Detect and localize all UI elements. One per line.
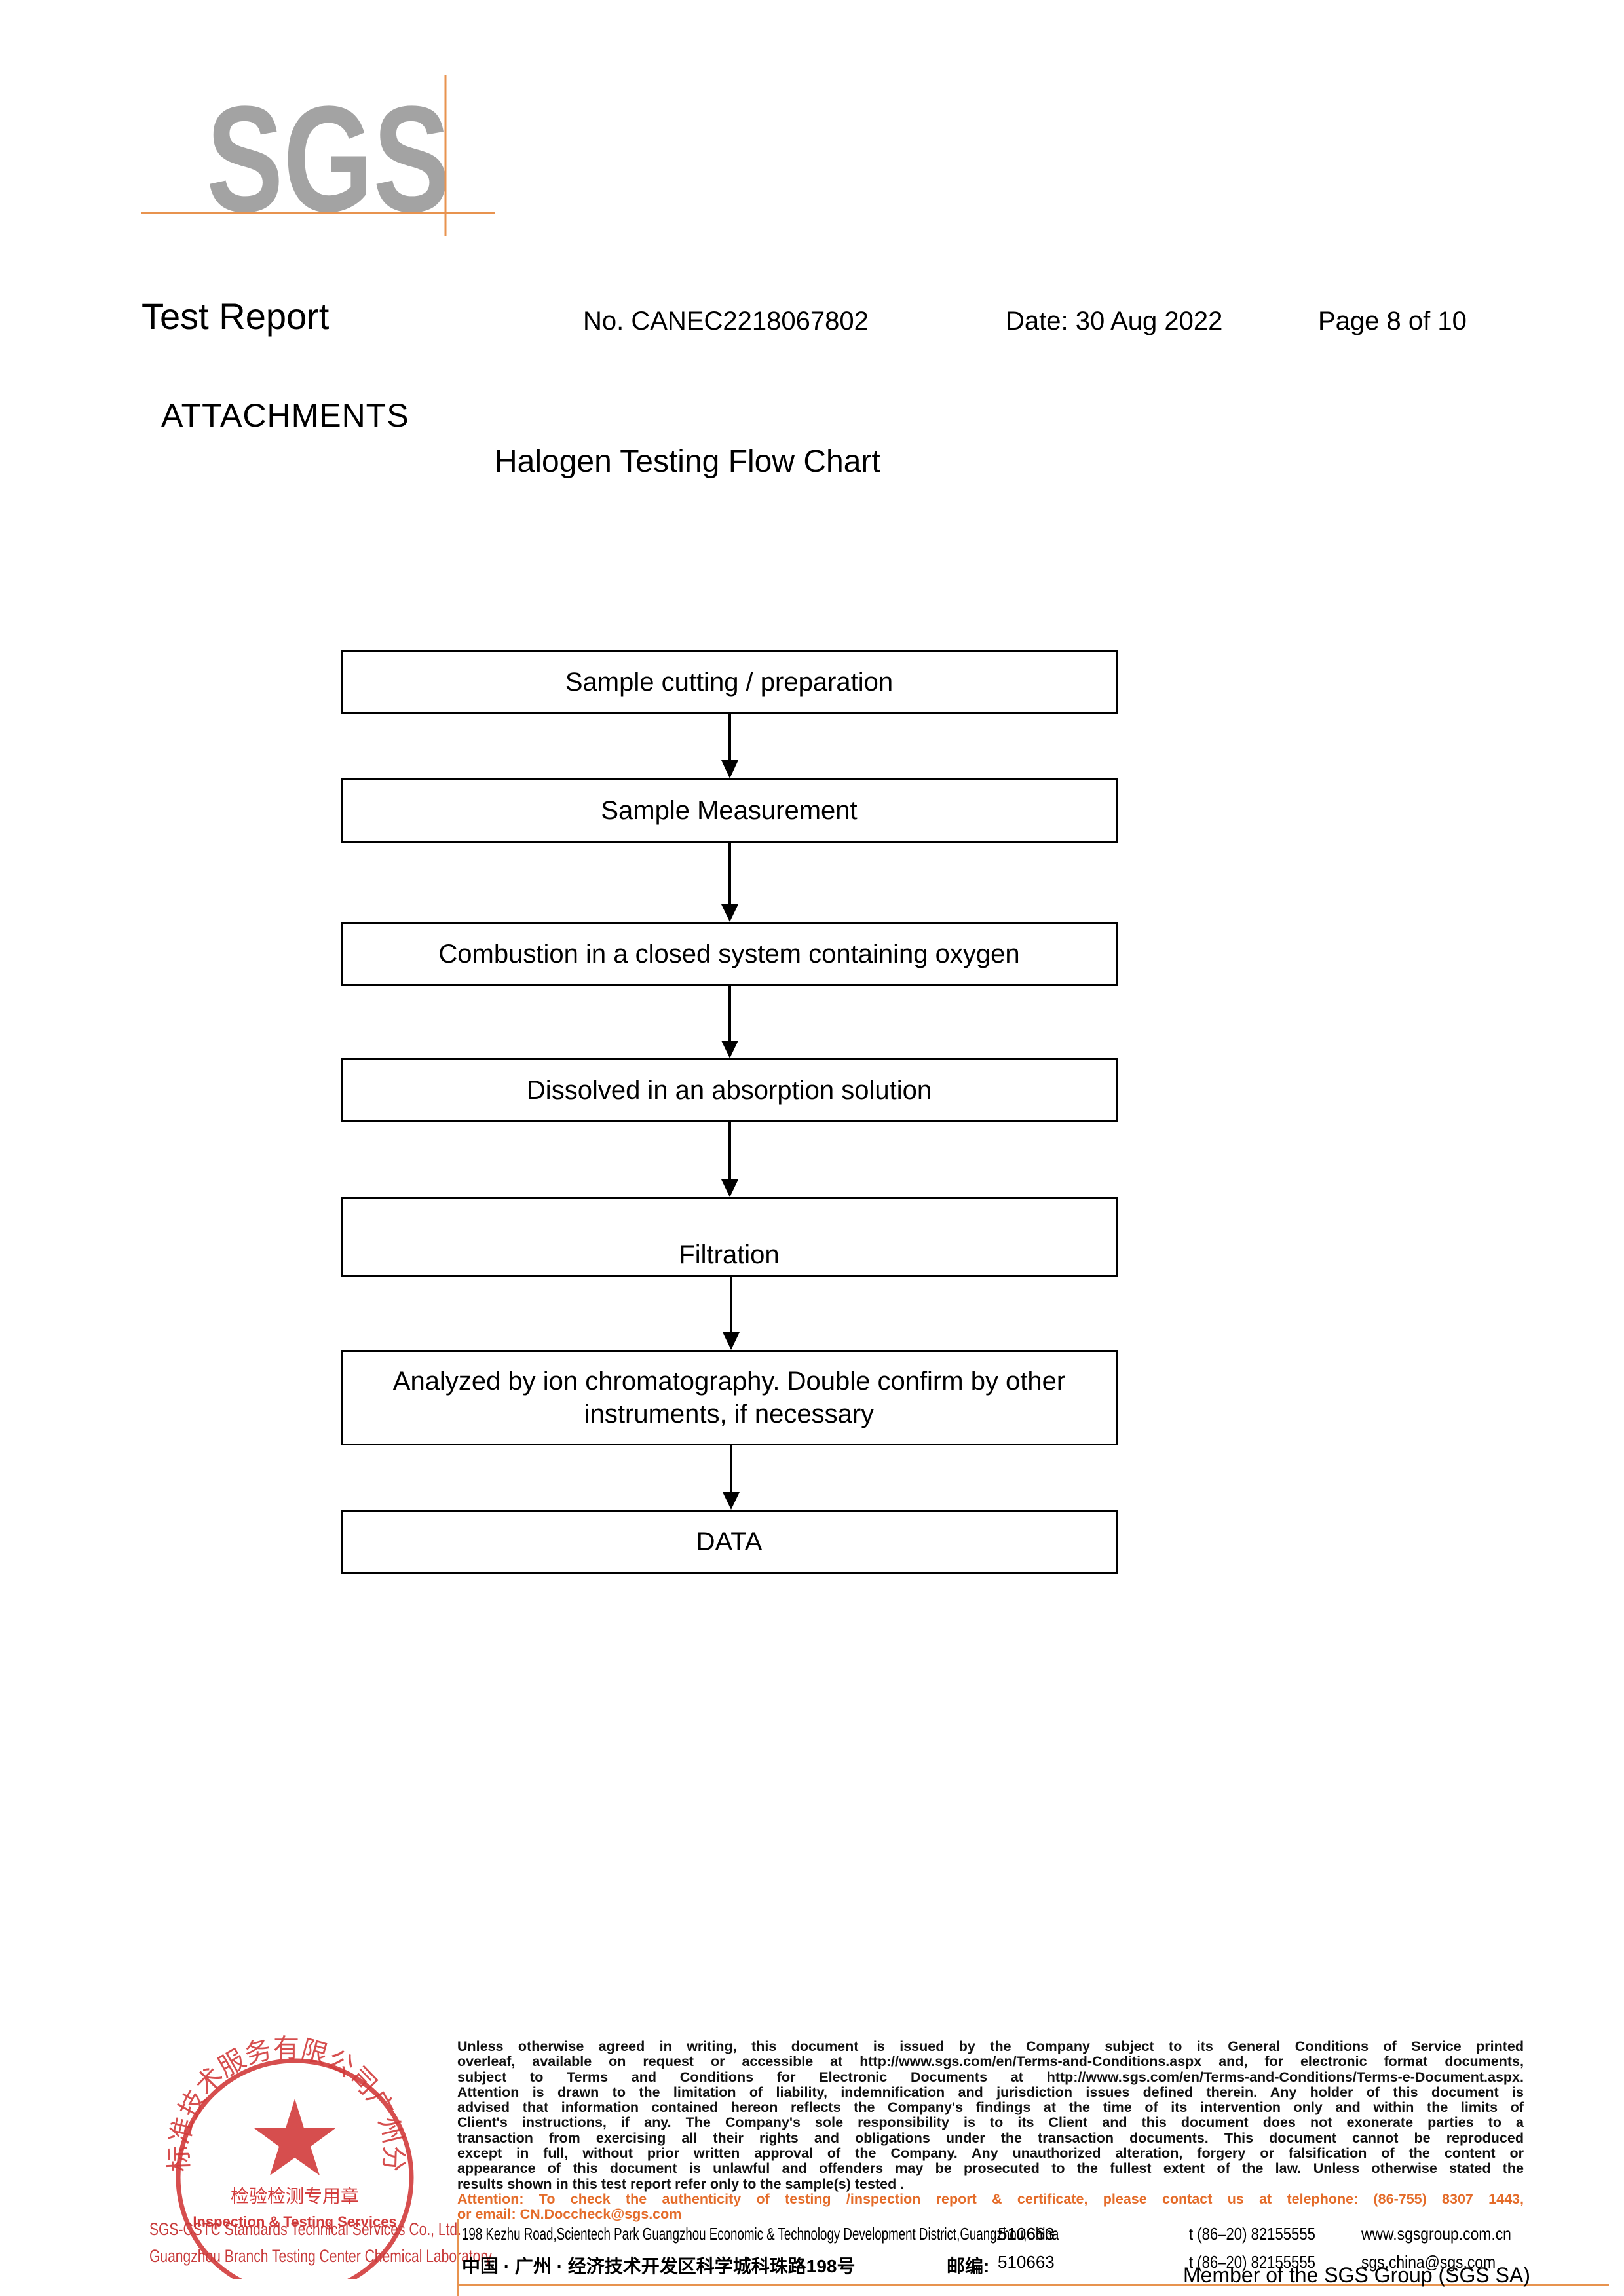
terms-line: results shown in this test report refer …	[457, 2176, 905, 2192]
authenticity-email: or email: CN.Doccheck@sgs.com	[457, 2207, 682, 2223]
report-number: No. CANEC2218067802	[583, 307, 869, 335]
sgs-logo: SGS	[141, 75, 495, 242]
flow-step-label: Filtration	[679, 1240, 780, 1269]
postal-code: 510663	[998, 2252, 1055, 2272]
flow-step-dissolved: Dissolved in an absorption solution	[341, 1058, 1118, 1122]
authenticity-attention: Attention: To check the authenticity of …	[457, 2191, 1524, 2207]
address-chinese: 中国 · 广州 · 经济技术开发区科学城科珠路198号	[462, 2256, 856, 2276]
website-link[interactable]: www.sgsgroup.com.cn	[1361, 2224, 1511, 2244]
svg-text:Inspection & Testing Services: Inspection & Testing Services	[193, 2213, 396, 2230]
inspection-seal-stamp: 通标标准技术服务有限公司广州分公司 检验检测专用章 Inspection & T…	[145, 2030, 414, 2279]
attachments-heading: ATTACHMENTS	[161, 397, 409, 434]
seal-caption-line-2: Guangzhou Branch Testing Center Chemical…	[149, 2246, 495, 2266]
email-link[interactable]: sgs.china@sgs.com	[1361, 2252, 1496, 2272]
terms-line: transaction from exercising all their ri…	[457, 2130, 1524, 2146]
terms-line: Client's instructions, if any. The Compa…	[457, 2115, 1524, 2131]
terms-line: except in full, without prior written ap…	[457, 2146, 1524, 2162]
flow-arrowhead	[721, 1179, 738, 1197]
terms-line: Attention is drawn to the limitation of …	[457, 2084, 1524, 2100]
terms-and-conditions: Unless otherwise agreed in writing, this…	[457, 2039, 1524, 2223]
footer-vertical-divider	[457, 2219, 459, 2296]
flow-step-label: Combustion in a closed system containing…	[438, 940, 1020, 968]
flow-step-label: Dissolved in an absorption solution	[526, 1076, 932, 1105]
terms-line: advised that information contained hereo…	[457, 2100, 1524, 2116]
flow-step-combustion: Combustion in a closed system containing…	[341, 922, 1118, 986]
page-number: Page 8 of 10	[1318, 307, 1467, 335]
postal-code: 510663	[998, 2224, 1055, 2244]
flow-arrowhead	[723, 1492, 740, 1510]
flow-step-label: Sample Measurement	[601, 796, 858, 825]
flow-chart-title: Halogen Testing Flow Chart	[495, 444, 880, 479]
flow-arrowhead	[721, 1041, 738, 1058]
report-title: Test Report	[142, 296, 330, 337]
terms-line: overleaf, available on request or access…	[457, 2054, 1524, 2070]
flow-step-label: Analyzed by ion chromatography. Double c…	[392, 1367, 1066, 1428]
terms-line: subject to Terms and Conditions for Elec…	[457, 2069, 1524, 2085]
telephone: t (86–20) 82155555	[1189, 2224, 1315, 2244]
postal-code-label: 邮编:	[947, 2256, 990, 2276]
footer-divider	[457, 2284, 1609, 2286]
flow-arrowhead	[723, 1332, 740, 1350]
flow-arrowhead	[721, 760, 738, 778]
star-icon	[254, 2099, 335, 2175]
sgs-logo-text: SGS	[206, 75, 450, 242]
flow-step-label: DATA	[696, 1527, 763, 1556]
flow-arrowhead	[721, 904, 738, 922]
report-date: Date: 30 Aug 2022	[1006, 307, 1223, 335]
flow-step-sample-measurement: Sample Measurement	[341, 778, 1118, 843]
telephone: t (86–20) 82155555	[1189, 2252, 1315, 2272]
svg-text:检验检测专用章: 检验检测专用章	[231, 2185, 359, 2207]
terms-line: Unless otherwise agreed in writing, this…	[457, 2039, 1524, 2054]
svg-text:通标标准技术服务有限公司广州分公司: 通标标准技术服务有限公司广州分公司	[145, 2030, 409, 2172]
seal-caption-line-1: SGS-CSTC Standards Technical Services Co…	[149, 2219, 462, 2239]
address-english: 198 Kezhu Road,Scientech Park Guangzhou …	[462, 2224, 1059, 2244]
flow-step-filtration: Filtration	[341, 1197, 1118, 1277]
terms-line: appearance of this document is unlawful …	[457, 2161, 1524, 2177]
flow-step-ion-chromatography: Analyzed by ion chromatography. Double c…	[341, 1350, 1118, 1445]
flow-step-data: DATA	[341, 1510, 1118, 1574]
sgs-group-member-note: Member of the SGS Group (SGS SA)	[1183, 2263, 1530, 2287]
flow-step-sample-cutting: Sample cutting / preparation	[341, 650, 1118, 714]
flow-step-label: Sample cutting / preparation	[565, 668, 894, 697]
